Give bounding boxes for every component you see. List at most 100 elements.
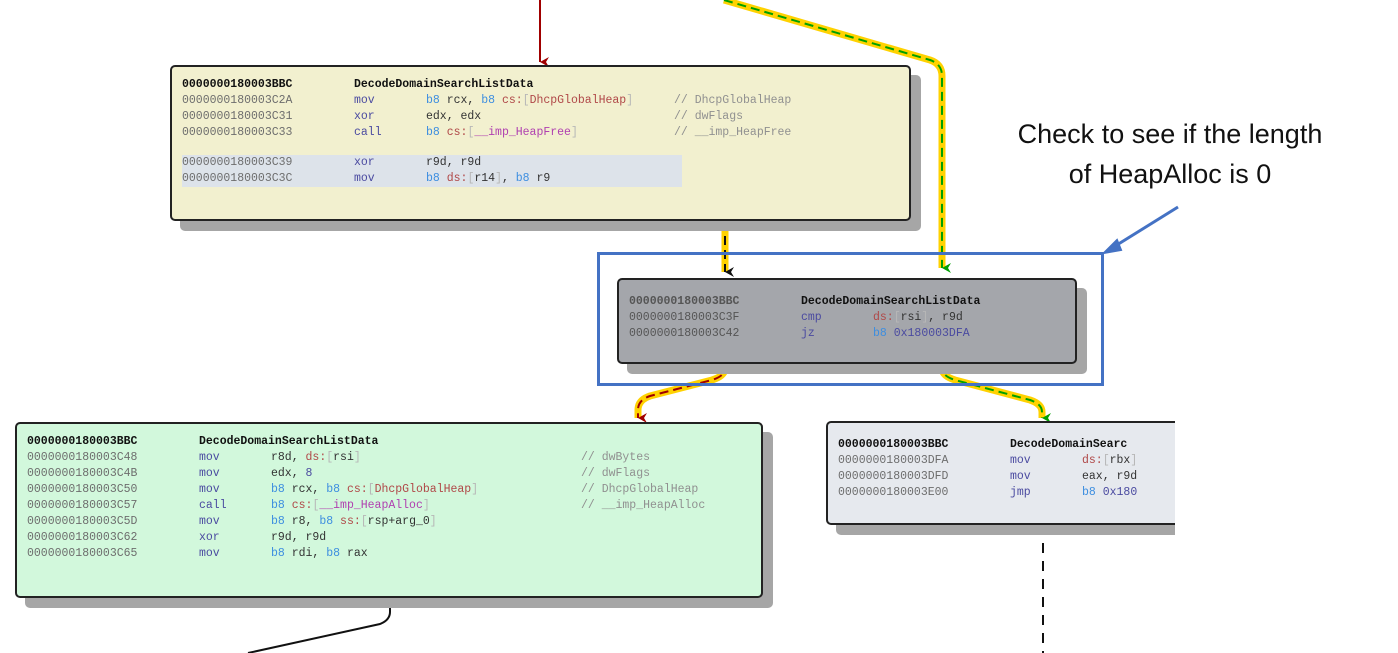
asm-line[interactable]: 0000000180003C2A mov b8 rcx, b8 cs:[Dhcp… [182,93,899,109]
asm-address: 0000000180003C65 [27,547,138,560]
asm-operands: eax, r9d [1082,470,1138,483]
asm-operands: b8 r8, b8 ss:[rsp+arg_0] [271,515,437,528]
asm-line[interactable]: 0000000180003C5D mov b8 r8, b8 ss:[rsp+a… [27,514,751,530]
asm-operands: b8 rcx, b8 cs:[DhcpGlobalHeap] [271,483,479,496]
asm-line[interactable]: 0000000180003C31 xor edx, edx // dwFlags [182,109,899,125]
asm-line[interactable]: 0000000180003C50 mov b8 rcx, b8 cs:[Dhcp… [27,482,751,498]
annotation-line-1: Check to see if the length [1017,119,1323,149]
code-block-heapalloc[interactable]: 0000000180003BBC DecodeDomainSearchListD… [15,422,763,598]
block-function-name: DecodeDomainSearchListData [199,435,379,448]
block-function-name: DecodeDomainSearchListData [801,295,981,308]
asm-address: 0000000180003C48 [27,451,138,464]
edge-heapalloc-out [247,600,391,653]
block-address: 0000000180003BBC [629,295,740,308]
asm-comment: // dwFlags [674,110,744,123]
block-address: 0000000180003BBC [27,435,138,448]
asm-operands: b8 cs:[__imp_HeapFree] [426,126,578,139]
asm-operands: b8 0x180 [1082,486,1138,499]
asm-address: 0000000180003C5D [27,515,138,528]
asm-mnemonic: call [199,499,227,512]
asm-comment: // DhcpGlobalHeap [674,94,792,107]
annotation-highlight-box [597,252,1104,386]
block-header: 0000000180003BBC DecodeDomainSearc [838,437,1175,453]
annotation-arrow [1101,205,1179,255]
asm-address: 0000000180003C50 [27,483,138,496]
asm-comment: // dwBytes [581,451,651,464]
asm-address: 0000000180003E00 [838,486,949,499]
annotation-line-2: of HeapAlloc is 0 [1068,159,1272,189]
asm-comment: // __imp_HeapAlloc [581,499,706,512]
asm-operands: r9d, r9d [426,156,482,169]
code-block-zero-path[interactable]: 0000000180003BBC DecodeDomainSearc 00000… [826,421,1175,525]
asm-mnemonic: mov [1010,454,1031,467]
asm-line[interactable]: 0000000180003C48 mov r8d, ds:[rsi] // dw… [27,450,751,466]
code-block-cmp[interactable]: 0000000180003BBC DecodeDomainSearchListD… [617,278,1077,364]
asm-operands: edx, 8 [271,467,313,480]
asm-mnemonic: xor [354,110,375,123]
asm-mnemonic: call [354,126,382,139]
asm-line[interactable]: 0000000180003C4B mov edx, 8 // dwFlags [27,466,751,482]
asm-line[interactable]: 0000000180003C3C mov b8 ds:[r14], b8 r9 [182,171,682,187]
asm-address: 0000000180003C3F [629,311,740,324]
asm-line[interactable]: 0000000180003C3F cmp ds:[rsi], r9d [629,310,1065,326]
block-header: 0000000180003BBC DecodeDomainSearchListD… [629,294,1065,310]
block-address: 0000000180003BBC [182,78,293,91]
annotation-text: Check to see if the length of HeapAlloc … [960,114,1380,194]
asm-address: 0000000180003C39 [182,156,293,169]
asm-mnemonic: jmp [1010,486,1031,499]
edge-cmp-true-to-zero-path [938,362,1051,423]
asm-line[interactable]: 0000000180003C39 xor r9d, r9d [182,155,682,171]
asm-mnemonic: mov [199,515,220,528]
asm-operands: r9d, r9d [271,531,327,544]
asm-operands: ds:[rsi], r9d [873,311,963,324]
asm-line[interactable]: 0000000180003DFD mov eax, r9d [838,469,1175,485]
asm-comment: // __imp_HeapFree [674,126,792,139]
asm-operands: b8 rdi, b8 rax [271,547,368,560]
asm-address: 0000000180003C62 [27,531,138,544]
asm-operands: b8 ds:[r14], b8 r9 [426,172,551,185]
block-header: 0000000180003BBC DecodeDomainSearchListD… [27,434,751,450]
asm-mnemonic: xor [199,531,220,544]
asm-operands: b8 0x180003DFA [873,327,970,340]
asm-operands: b8 rcx, b8 cs:[DhcpGlobalHeap] [426,94,634,107]
asm-address: 0000000180003C3C [182,172,293,185]
asm-line[interactable]: 0000000180003DFA mov ds:[rbx] [838,453,1175,469]
asm-line[interactable]: 0000000180003C57 call b8 cs:[__imp_HeapA… [27,498,751,514]
asm-mnemonic: cmp [801,311,822,324]
edge-highlight-to-cmp-right [723,0,951,273]
asm-comment: // DhcpGlobalHeap [581,483,699,496]
asm-line[interactable]: 0000000180003E00 jmp b8 0x180 [838,485,1175,501]
asm-mnemonic: mov [199,483,220,496]
asm-operands: edx, edx [426,110,482,123]
asm-address: 0000000180003C33 [182,126,293,139]
code-block-heapfree[interactable]: 0000000180003BBC DecodeDomainSearchListD… [170,65,911,221]
asm-line[interactable]: 0000000180003C33 call b8 cs:[__imp_HeapF… [182,125,899,141]
line-gap [182,141,899,155]
asm-mnemonic: mov [199,467,220,480]
asm-address: 0000000180003C57 [27,499,138,512]
asm-address: 0000000180003C2A [182,94,293,107]
asm-comment: // dwFlags [581,467,651,480]
zero-path-clip: 0000000180003BBC DecodeDomainSearc 00000… [820,415,1175,545]
asm-operands: r8d, ds:[rsi] [271,451,361,464]
asm-operands: ds:[rbx] [1082,454,1138,467]
asm-line[interactable]: 0000000180003C62 xor r9d, r9d [27,530,751,546]
asm-operands: b8 cs:[__imp_HeapAlloc] [271,499,430,512]
asm-mnemonic: mov [354,94,375,107]
asm-mnemonic: xor [354,156,375,169]
asm-line[interactable]: 0000000180003C65 mov b8 rdi, b8 rax [27,546,751,562]
asm-address: 0000000180003DFD [838,470,949,483]
block-address: 0000000180003BBC [838,438,949,451]
asm-address: 0000000180003C42 [629,327,740,340]
asm-mnemonic: mov [199,451,220,464]
edge-cmp-false-to-heapalloc [634,362,729,423]
asm-mnemonic: mov [354,172,375,185]
asm-address: 0000000180003C31 [182,110,293,123]
block-header: 0000000180003BBC DecodeDomainSearchListD… [182,77,899,93]
asm-mnemonic: mov [199,547,220,560]
block-function-name: DecodeDomainSearc [1010,438,1128,451]
asm-mnemonic: mov [1010,470,1031,483]
asm-line[interactable]: 0000000180003C42 jz b8 0x180003DFA [629,326,1065,342]
asm-mnemonic: jz [801,327,815,340]
